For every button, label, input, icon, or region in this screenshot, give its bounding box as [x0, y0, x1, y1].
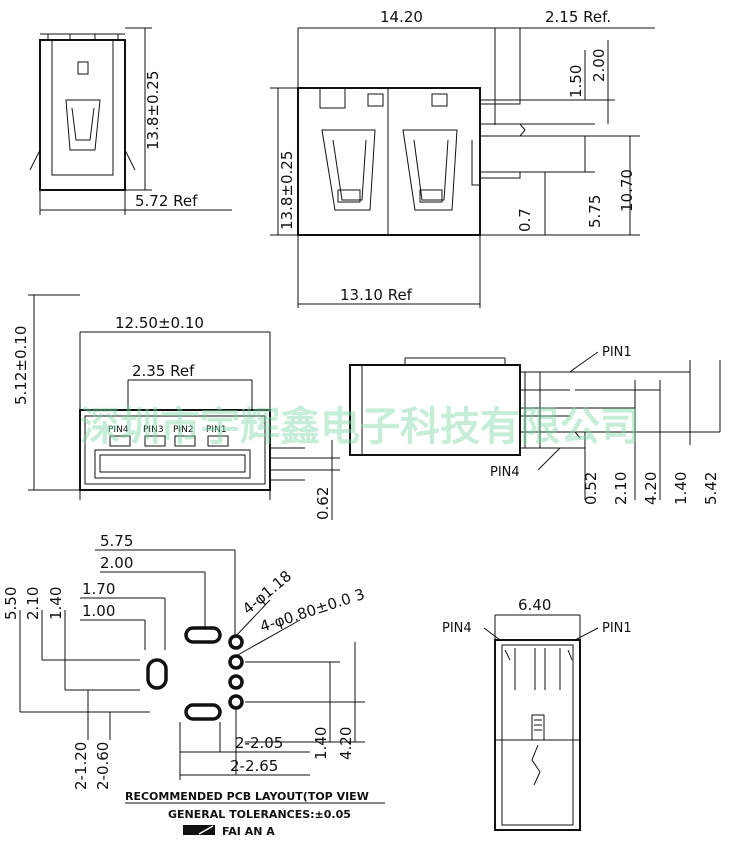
pin-side-d052-label: 0.52	[582, 472, 600, 505]
side-height-label: 13.8±0.25	[144, 71, 162, 150]
pcb-d575-label: 5.75	[100, 532, 133, 550]
pcb-d2-265-label: 2-2.65	[230, 757, 278, 775]
pcb-d170-label: 1.70	[82, 580, 115, 598]
pcb-d2-060-label: 2-0.60	[94, 742, 112, 790]
bottom-pin1-label: PIN1	[602, 621, 632, 636]
pcb-d550-label: 5.50	[2, 587, 20, 620]
pin-side-view: PIN1 PIN4 0.52 2.10 4.20 1.40 5.42	[349, 345, 721, 505]
pcb-d2-205-label: 2-2.05	[235, 734, 283, 752]
bottom-pin4-label: PIN4	[442, 621, 472, 636]
front-view: 14.20 2.15 Ref. 13.8±0.25 13.10 Ref 1.50…	[270, 8, 655, 308]
pcb-d140b-label: 1.40	[312, 727, 330, 760]
face-view: 12.50±0.10 2.35 Ref PIN4 PIN3 PIN2 PIN1 …	[12, 294, 340, 520]
pcb-d140-label: 1.40	[47, 587, 65, 620]
face-pin1-label: PIN1	[206, 425, 227, 435]
front-d200-label: 2.00	[590, 49, 608, 82]
face-width-label: 12.50±0.10	[115, 314, 204, 332]
pcb-slot-bottom	[184, 703, 222, 721]
pcb-hole-1	[228, 634, 244, 650]
pcb-scale: FAI AN A	[222, 825, 275, 838]
pcb-d2-120-label: 2-1.20	[72, 742, 90, 790]
pcb-d200-label: 2.00	[100, 554, 133, 572]
watermark-text: 深圳市宇辉鑫电子科技有限公司	[80, 404, 640, 450]
pcb-slot-top	[184, 626, 222, 644]
pcb-hole-2	[228, 654, 244, 670]
pcb-title: RECOMMENDED PCB LAYOUT(TOP VIEW	[125, 790, 369, 803]
scale-mark-icon	[183, 825, 215, 835]
pcb-tolerance: GENERAL TOLERANCES:±0.05	[168, 808, 351, 821]
front-d575-label: 5.75	[586, 195, 604, 228]
front-height-label: 13.8±0.25	[278, 151, 296, 230]
pcb-layout: 5.75 2.00 1.70 1.00 5.50 2.10 1.40 4-φ1.…	[2, 532, 385, 838]
face-d062-label: 0.62	[314, 487, 332, 520]
pcb-hole-4	[228, 694, 244, 710]
face-pin3-label: PIN3	[143, 425, 164, 435]
face-height-label: 5.12±0.10	[12, 326, 30, 405]
pcb-d210-label: 2.10	[24, 587, 42, 620]
pin-side-pin1-label: PIN1	[602, 345, 632, 360]
face-depth-label: 2.35 Ref	[132, 362, 195, 380]
face-pin2-label: PIN2	[173, 425, 194, 435]
pcb-slot-left	[146, 658, 168, 690]
bottom-width-label: 6.40	[518, 596, 551, 614]
face-pin4-label: PIN4	[108, 425, 129, 435]
pcb-d420-label: 4.20	[337, 727, 355, 760]
side-base-label: 5.72 Ref	[135, 192, 198, 210]
front-d150-label: 1.50	[567, 65, 585, 98]
pin-side-d542-label: 5.42	[702, 472, 720, 505]
pin-side-pin4-label: PIN4	[490, 465, 520, 480]
front-width-label: 14.20	[380, 8, 423, 26]
pin-side-d210-label: 2.10	[612, 472, 630, 505]
pin-side-d140-label: 1.40	[672, 472, 690, 505]
front-ref-top-label: 2.15 Ref.	[545, 8, 611, 26]
pcb-d100-label: 1.00	[82, 602, 115, 620]
bottom-view: 6.40 PIN4 PIN1	[442, 596, 632, 831]
pcb-hole-3	[228, 674, 244, 690]
front-base-label: 13.10 Ref	[340, 286, 413, 304]
front-d07-label: 0.7	[516, 208, 534, 232]
front-d1070-label: 10.70	[618, 169, 636, 212]
side-view: 13.8±0.25 5.72 Ref	[29, 27, 232, 215]
pin-side-d420-label: 4.20	[642, 472, 660, 505]
